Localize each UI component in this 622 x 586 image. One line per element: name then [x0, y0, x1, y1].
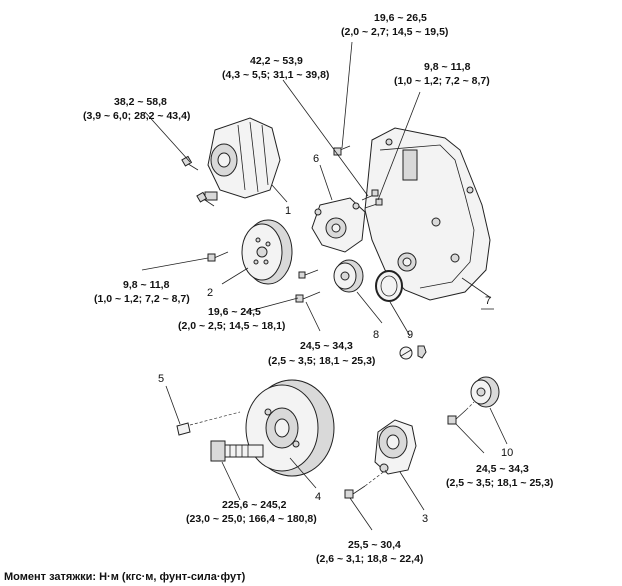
idler-bolt: [295, 269, 321, 303]
timing-cover: [364, 127, 491, 301]
torque-label-6-line2: (2,0 ~ 2,5; 14,5 ~ 18,1): [178, 320, 285, 332]
torque-label-2-line1: 42,2 ~ 53,9: [250, 55, 303, 67]
torque-label-9-line2: (23,0 ~ 25,0; 166,4 ~ 180,8): [186, 513, 317, 525]
torque-label-8-line2: (2,5 ~ 3,5; 18,1 ~ 25,3): [446, 477, 553, 489]
torque-label-4-line1: 38,2 ~ 58,8: [114, 96, 167, 108]
torque-label-5-line2: (1,0 ~ 1,2; 7,2 ~ 8,7): [94, 293, 190, 305]
torque-label-7-line1: 24,5 ~ 34,3: [300, 340, 353, 352]
pulley-bolt: [207, 251, 229, 262]
torque-label-10-line1: 25,5 ~ 30,4: [348, 539, 401, 551]
crankshaft-bolt: [210, 440, 264, 462]
torque-label-4-line2: (3,9 ~ 6,0; 28,2 ~ 43,4): [83, 110, 190, 122]
idler-pulley-right: [470, 376, 500, 408]
torque-label-10-line2: (2,6 ~ 3,1; 18,8 ~ 22,4): [316, 553, 423, 565]
part-number-6: 6: [313, 153, 319, 165]
woodruff-key: [176, 411, 241, 436]
torque-units-footer: Момент затяжки: Н·м (кгс·м, фунт-сила·фу…: [4, 571, 246, 583]
part-number-8: 8: [373, 329, 379, 341]
part-number-10: 10: [501, 447, 513, 459]
part-number-2: 2: [207, 287, 213, 299]
torque-label-1-line1: 19,6 ~ 26,5: [374, 12, 427, 24]
oil-seal: [375, 270, 403, 302]
part-number-5: 5: [158, 373, 164, 385]
alternator-bolts: [181, 155, 215, 207]
part-number-4: 4: [315, 491, 321, 503]
torque-label-1-line2: (2,0 ~ 2,7; 14,5 ~ 19,5): [341, 26, 448, 38]
idler-bolt-right: [447, 401, 475, 425]
part-number-3: 3: [422, 513, 428, 525]
torque-label-3-line1: 9,8 ~ 11,8: [424, 61, 471, 73]
alternator-pulley: [241, 219, 293, 285]
part-number-7: 7: [485, 295, 491, 307]
alternator: [204, 117, 281, 201]
leader-lines: [141, 41, 508, 531]
torque-label-2-line2: (4,3 ~ 5,5; 31,1 ~ 39,8): [222, 69, 329, 81]
seal-install-symbol: [399, 345, 427, 360]
belt-tensioner: [374, 419, 417, 475]
torque-label-6-line1: 19,6 ~ 24,5: [208, 306, 261, 318]
torque-label-5-line1: 9,8 ~ 11,8: [123, 279, 170, 291]
part-number-9: 9: [407, 329, 413, 341]
idler-pulley: [333, 259, 364, 293]
torque-label-3-line2: (1,0 ~ 1,2; 7,2 ~ 8,7): [394, 75, 490, 87]
crankshaft-damper-pulley: [245, 379, 335, 477]
torque-label-9-line1: 225,6 ~ 245,2: [222, 499, 287, 511]
torque-label-7-line2: (2,5 ~ 3,5; 18,1 ~ 25,3): [268, 355, 375, 367]
water-pump-bolts: [361, 189, 383, 209]
tensioner-bolt: [344, 469, 387, 499]
part-number-1: 1: [285, 205, 291, 217]
torque-label-8-line1: 24,5 ~ 34,3: [476, 463, 529, 475]
water-pump: [311, 197, 366, 253]
